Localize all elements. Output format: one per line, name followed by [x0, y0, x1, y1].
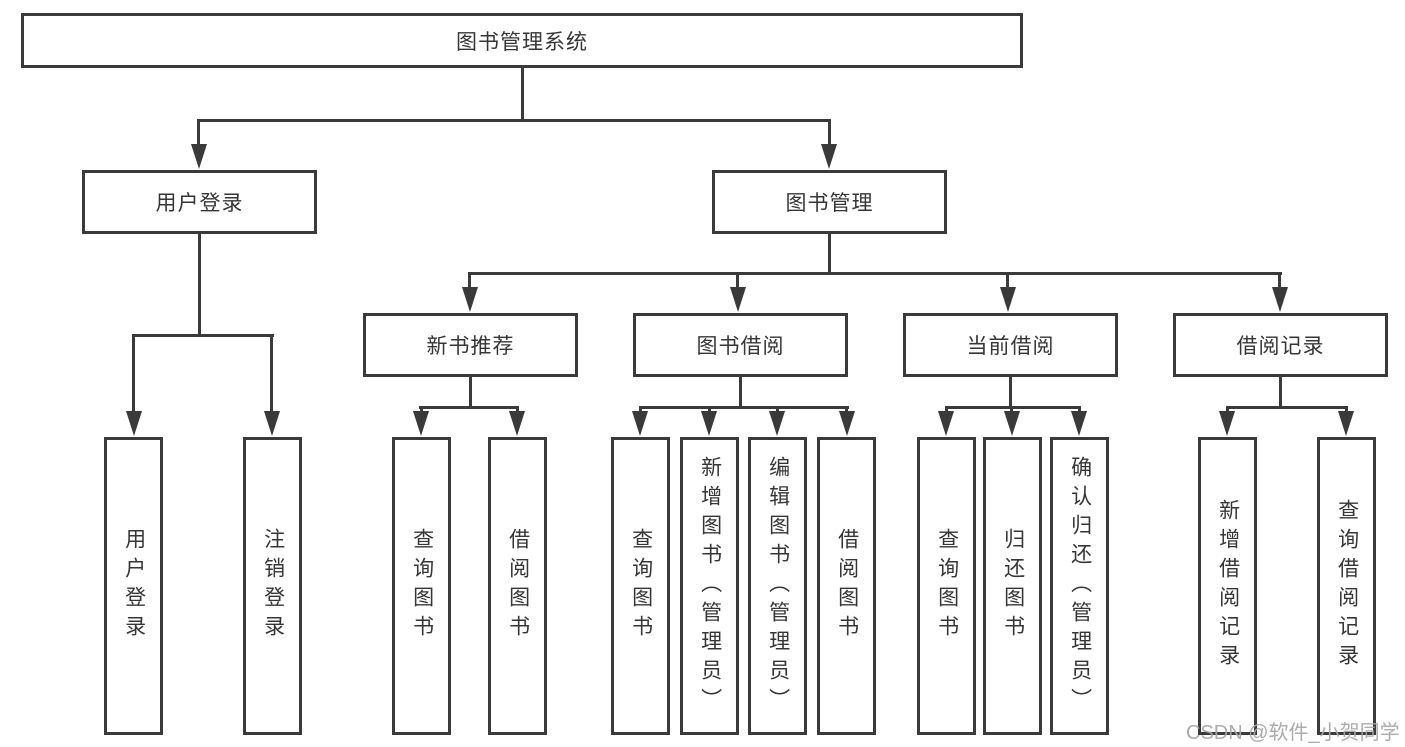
connector-line [521, 68, 524, 122]
node-label: 用户登录 [122, 528, 146, 644]
node-label: 编辑图书（管理员） [766, 455, 790, 717]
node-label: 查询图书 [410, 528, 434, 644]
leaf-logout: 注销登录 [243, 437, 302, 735]
leaf-edit-book-admin: 编辑图书（管理员） [748, 437, 807, 735]
leaf-query-books-borrowing: 查询图书 [611, 437, 670, 735]
node-label: 借阅记录 [1236, 335, 1325, 358]
node-label: 查询借阅记录 [1335, 499, 1359, 673]
arrow-down-icon [413, 411, 429, 436]
leaf-query-books-recommend: 查询图书 [392, 437, 451, 735]
connector-line [1226, 406, 1348, 409]
node-new-book-recommend: 新书推荐 [363, 313, 578, 377]
arrow-down-icon [769, 411, 785, 436]
arrow-down-icon [938, 411, 954, 436]
arrow-shaft [132, 334, 135, 414]
node-label: 当前借阅 [966, 335, 1055, 358]
node-label: 图书管理 [785, 192, 874, 215]
connector-line [1009, 377, 1012, 409]
leaf-return-book: 归还图书 [983, 437, 1042, 735]
arrow-down-icon [1000, 287, 1016, 312]
arrow-down-icon [1272, 287, 1288, 312]
connector-line [945, 406, 1081, 409]
connector-line [197, 119, 831, 122]
node-label: 图书借阅 [696, 335, 785, 358]
connector-line [198, 234, 201, 337]
arrow-down-icon [730, 287, 746, 312]
arrow-down-icon [462, 287, 478, 312]
arrow-shaft [270, 334, 273, 414]
arrow-down-icon [191, 144, 207, 169]
arrow-down-icon [632, 411, 648, 436]
node-book-management: 图书管理 [712, 170, 947, 234]
node-book-borrowing: 图书借阅 [633, 313, 848, 377]
leaf-confirm-return-admin: 确认归还（管理员） [1050, 437, 1109, 735]
arrow-down-icon [1338, 411, 1354, 436]
node-current-borrowing: 当前借阅 [903, 313, 1118, 377]
leaf-user-login: 用户登录 [104, 437, 163, 735]
node-label: 归还图书 [1001, 528, 1025, 644]
arrow-shaft [828, 119, 831, 149]
leaf-add-borrow-record: 新增借阅记录 [1198, 437, 1257, 735]
arrow-down-icon [1219, 411, 1235, 436]
node-root: 图书管理系统 [21, 13, 1023, 68]
node-label: 图书管理系统 [456, 30, 588, 54]
arrow-down-icon [821, 144, 837, 169]
connector-line [419, 406, 519, 409]
node-label: 确认归还（管理员） [1068, 455, 1092, 717]
node-label: 查询图书 [629, 528, 653, 644]
arrow-down-icon [264, 411, 280, 436]
node-label: 新增图书（管理员） [698, 455, 722, 717]
connector-line [469, 377, 472, 409]
node-user-login: 用户登录 [82, 170, 317, 234]
arrow-down-icon [509, 411, 525, 436]
node-label: 借阅图书 [835, 528, 859, 644]
node-label: 用户登录 [155, 192, 244, 215]
leaf-query-borrow-record: 查询借阅记录 [1317, 437, 1376, 735]
node-label: 借阅图书 [506, 528, 530, 644]
connector-line [828, 234, 831, 275]
node-borrowing-records: 借阅记录 [1173, 313, 1388, 377]
arrow-shaft [1278, 272, 1281, 290]
connector-line [468, 272, 1282, 275]
arrow-down-icon [126, 411, 142, 436]
node-label: 新书推荐 [426, 335, 515, 358]
node-label: 查询图书 [935, 528, 959, 644]
connector-line [132, 334, 274, 337]
connector-line [639, 406, 849, 409]
arrow-shaft [736, 272, 739, 290]
node-label: 注销登录 [261, 528, 285, 644]
arrow-down-icon [839, 411, 855, 436]
arrow-shaft [468, 272, 471, 290]
arrow-shaft [197, 119, 200, 149]
arrow-down-icon [701, 411, 717, 436]
leaf-borrow-books-borrowing: 借阅图书 [817, 437, 876, 735]
leaf-add-book-admin: 新增图书（管理员） [680, 437, 739, 735]
node-label: 新增借阅记录 [1216, 499, 1240, 673]
arrow-shaft [1006, 272, 1009, 290]
leaf-query-books-current: 查询图书 [917, 437, 976, 735]
connector-line [739, 377, 742, 409]
csdn-watermark: CSDN @软件_小贺同学 [1186, 722, 1400, 744]
leaf-borrow-books-recommend: 借阅图书 [488, 437, 547, 735]
arrow-down-icon [1071, 411, 1087, 436]
connector-line [1279, 377, 1282, 409]
arrow-down-icon [1004, 411, 1020, 436]
